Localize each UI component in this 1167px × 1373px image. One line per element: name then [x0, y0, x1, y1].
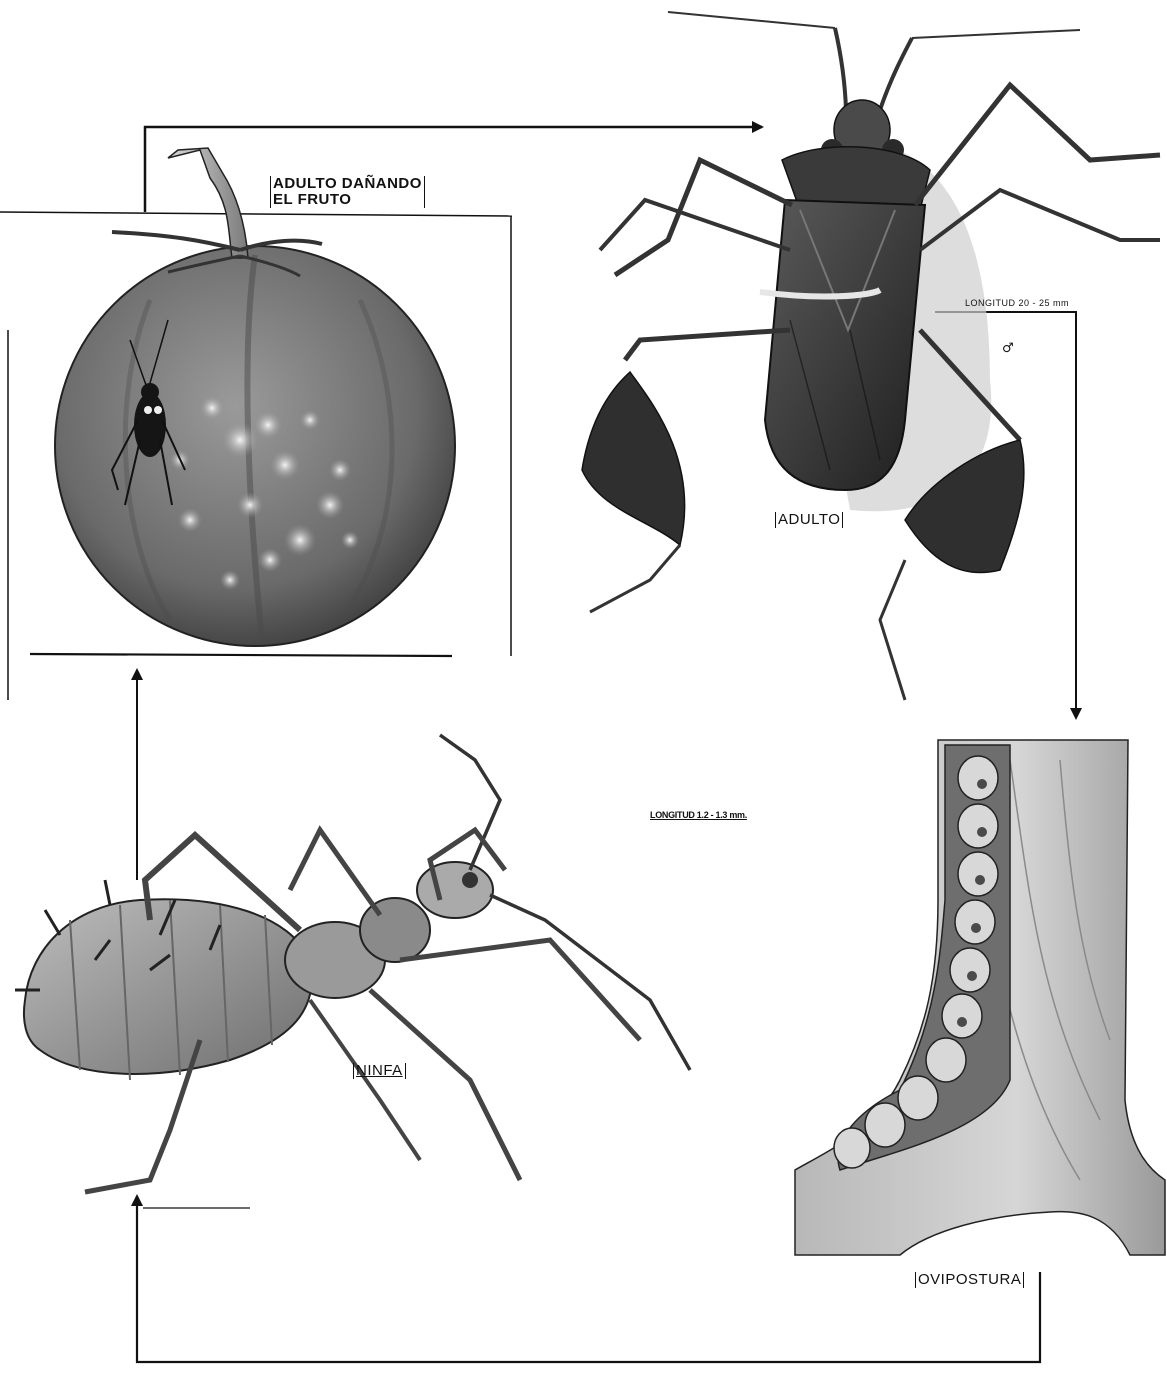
- fruit-illustration: [55, 148, 455, 646]
- adult-bug-illustration: ♂: [582, 12, 1160, 700]
- adult-damaging-line2: EL FRUTO: [270, 192, 425, 208]
- nymph-illustration: [15, 735, 690, 1192]
- arrow-right-icon: [145, 127, 762, 212]
- sex-mark: ♂: [1002, 341, 1014, 356]
- nymph-length-label: LONGITUD 1.2 - 1.3 mm.: [650, 810, 747, 820]
- adult-damaging-fruit-label: ADULTO DAÑANDO EL FRUTO: [270, 176, 425, 208]
- adult-length-label: LONGITUD 20 - 25 mm: [965, 298, 1069, 308]
- adult-damaging-line1: ADULTO DAÑANDO: [270, 176, 425, 192]
- nymph-label: NINFA: [353, 1063, 406, 1079]
- egg-laying-illustration: [795, 740, 1165, 1255]
- adult-label: ADULTO: [775, 512, 843, 528]
- egg-laying-label: OVIPOSTURA: [915, 1272, 1024, 1288]
